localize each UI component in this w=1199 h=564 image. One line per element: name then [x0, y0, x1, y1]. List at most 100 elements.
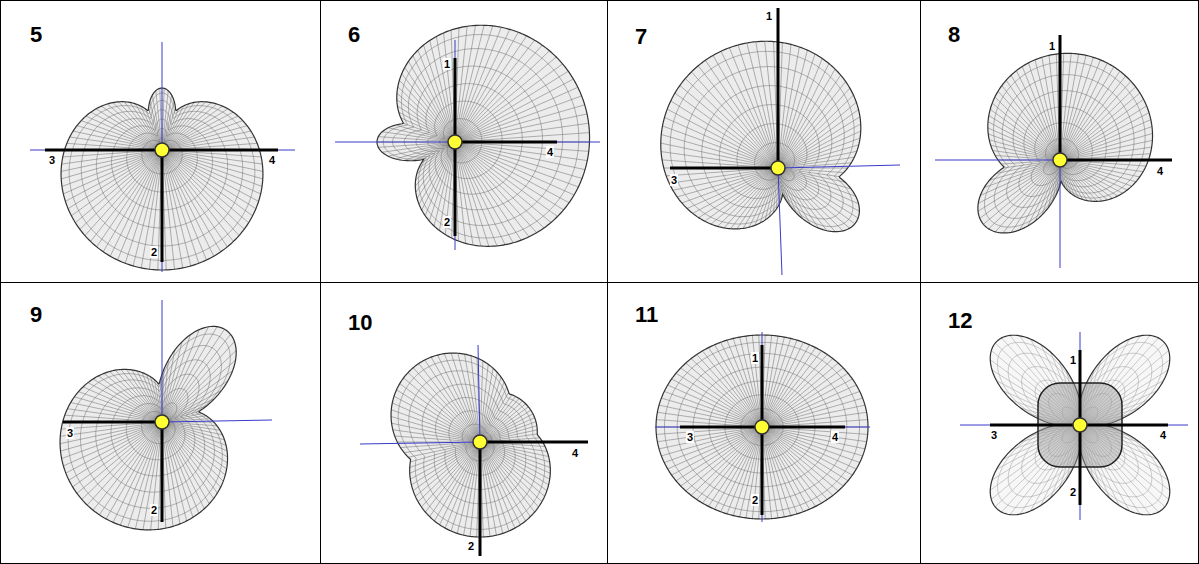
- mesh-line: [455, 27, 501, 142]
- mesh-line: [77, 422, 162, 493]
- mesh-line: [480, 442, 545, 496]
- mesh-line: [62, 150, 162, 164]
- lobe-outline: [978, 53, 1153, 233]
- mesh-line: [762, 427, 838, 491]
- panel-cell: 12: [920, 282, 1199, 564]
- mesh-line: [451, 30, 455, 142]
- lobe-outline: [60, 326, 236, 529]
- axis-label: 2: [751, 494, 759, 506]
- lobe-outline: [656, 335, 868, 519]
- mesh-line: [455, 142, 458, 241]
- mesh-line: [455, 142, 587, 161]
- mesh-line: [778, 168, 803, 219]
- mesh-line: [133, 150, 162, 266]
- mesh-line: [778, 145, 859, 168]
- mesh-line: [438, 355, 480, 442]
- mesh-line: [162, 150, 191, 266]
- mesh-line: [424, 45, 455, 142]
- panel-number: 6: [348, 24, 360, 46]
- mesh-line: [778, 110, 859, 168]
- mesh-line: [698, 66, 778, 168]
- mesh-line: [727, 340, 762, 427]
- panel-number: 12: [948, 310, 972, 332]
- mesh-line: [62, 150, 162, 186]
- panel-cell: 10: [320, 282, 608, 564]
- mesh-line: [162, 150, 233, 241]
- mesh-line: [657, 412, 762, 427]
- mesh-line: [480, 414, 533, 442]
- reference-axis: [778, 165, 900, 168]
- mesh-line: [162, 150, 206, 260]
- mesh-line: [1003, 160, 1060, 233]
- mesh-line: [672, 379, 762, 427]
- mesh-line: [691, 72, 778, 168]
- mesh-line: [762, 427, 833, 495]
- mesh-line: [162, 329, 225, 422]
- panel-number: 9: [30, 304, 42, 326]
- mesh-line: [1060, 127, 1152, 160]
- mesh-line: [396, 142, 455, 159]
- radiation-pattern: [960, 332, 1188, 520]
- mesh-line: [61, 150, 162, 171]
- mesh-line: [1060, 55, 1086, 160]
- mesh-line: [120, 422, 162, 525]
- lobe-fill: [990, 335, 1170, 515]
- mesh-line: [162, 150, 166, 270]
- mesh-line: [480, 404, 526, 442]
- axis-line: [777, 8, 780, 168]
- mesh-line: [1060, 133, 1153, 160]
- mesh-line: [747, 43, 778, 168]
- mesh-line: [455, 142, 537, 233]
- mesh-line: [778, 124, 861, 168]
- mesh-line: [418, 50, 455, 142]
- mesh-line: [60, 422, 162, 436]
- axis-line: [762, 426, 845, 429]
- mesh-line: [1060, 160, 1113, 198]
- mesh-line: [395, 436, 480, 442]
- mesh-line: [113, 103, 162, 150]
- source-dot: [755, 420, 769, 434]
- source-dot: [1053, 153, 1067, 167]
- mesh-line: [738, 45, 778, 168]
- mesh-line: [162, 381, 228, 422]
- mesh-line: [132, 370, 162, 422]
- mesh-line: [1060, 140, 1152, 160]
- mesh-line: [1002, 86, 1060, 160]
- mesh-line: [762, 405, 865, 427]
- mesh-line: [61, 422, 162, 429]
- mesh-line: [1060, 60, 1100, 160]
- mesh-line: [404, 378, 480, 442]
- mesh-line: [93, 422, 162, 510]
- panel-cell: 8: [920, 0, 1199, 283]
- mesh-line: [778, 168, 843, 231]
- mesh-line: [659, 427, 762, 449]
- mesh-line: [118, 150, 162, 260]
- mesh-line: [480, 442, 509, 531]
- mesh-line: [61, 422, 162, 451]
- axis-label: 1: [765, 10, 773, 22]
- mesh-line: [393, 430, 480, 442]
- radiation-pattern: [60, 300, 272, 530]
- mesh-line: [762, 351, 821, 427]
- axis-line: [454, 142, 457, 236]
- mesh-line: [685, 78, 778, 168]
- mesh-line: [724, 168, 778, 228]
- mesh-line: [162, 102, 205, 150]
- mesh-line: [762, 385, 856, 427]
- mesh-line: [778, 59, 822, 168]
- mesh-line: [778, 151, 857, 168]
- reference-axis: [360, 442, 480, 444]
- mesh-line: [162, 422, 217, 493]
- mesh-line: [746, 336, 762, 427]
- mesh-line: [480, 442, 535, 512]
- axis-line: [454, 58, 457, 142]
- mesh-line: [75, 150, 162, 223]
- reference-axis: [162, 300, 163, 422]
- mesh-line: [455, 142, 551, 223]
- axis-label: 3: [670, 174, 678, 186]
- mesh-line: [1060, 160, 1097, 201]
- mesh-line: [740, 337, 762, 427]
- mesh-line: [128, 422, 162, 527]
- mesh-line: [410, 442, 480, 479]
- mesh-line: [455, 40, 535, 142]
